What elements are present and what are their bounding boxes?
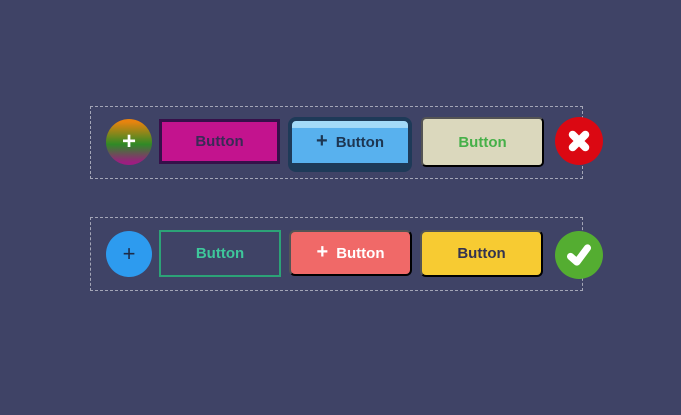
yellow-button-label: Button — [457, 245, 506, 262]
beveled-blue-button[interactable]: + Button — [288, 117, 412, 172]
reject-badge — [555, 117, 603, 165]
magenta-button[interactable]: Button — [159, 119, 280, 164]
yellow-button[interactable]: Button — [420, 230, 543, 277]
beveled-blue-button-label: Button — [335, 133, 384, 151]
plus-icon: + — [316, 130, 328, 152]
add-button-blue-circle[interactable]: + — [106, 231, 152, 277]
plus-icon: + — [122, 241, 136, 266]
approve-badge — [555, 231, 603, 279]
add-button-gradient-circle[interactable]: + — [106, 119, 152, 165]
red-button-label: Button — [336, 244, 385, 262]
beige-button[interactable]: Button — [421, 117, 544, 167]
beige-button-label: Button — [458, 133, 507, 151]
plus-icon: + — [316, 241, 329, 263]
plus-icon: + — [121, 128, 136, 155]
magenta-button-label: Button — [195, 133, 244, 150]
outline-teal-button-label: Button — [195, 245, 245, 262]
check-icon — [566, 244, 592, 266]
cross-icon — [568, 130, 590, 152]
red-button[interactable]: + Button — [289, 230, 412, 276]
outline-teal-button[interactable]: Button — [159, 230, 281, 277]
